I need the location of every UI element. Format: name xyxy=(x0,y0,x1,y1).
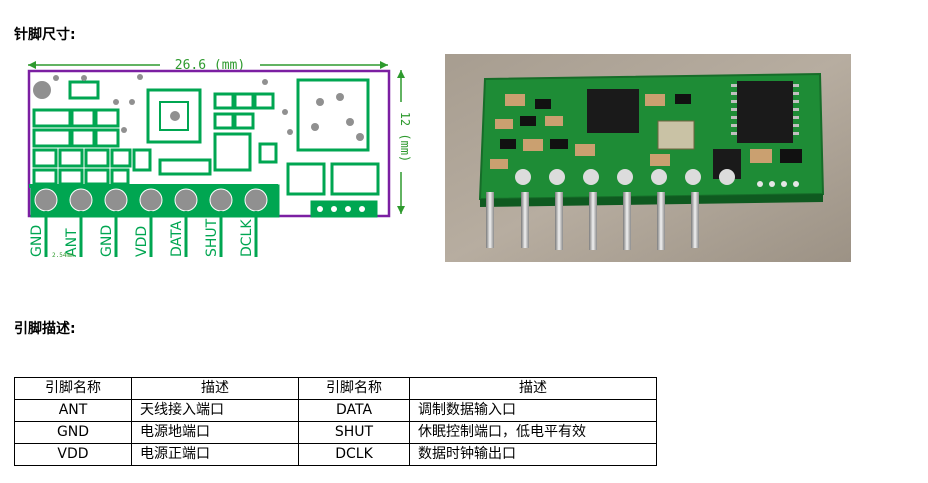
pin-label-vdd: VDD xyxy=(134,226,150,257)
crystal xyxy=(657,120,695,150)
table-row: VDD 电源正端口 DCLK 数据时钟输出口 xyxy=(14,443,657,466)
soic-chip xyxy=(737,81,793,143)
pin-label-gnd-2: GND xyxy=(99,225,115,257)
section-heading-dimensions: 针脚尺寸: xyxy=(14,27,76,43)
table-cell: 电源正端口 xyxy=(131,443,299,466)
pin-label-gnd-1: GND xyxy=(29,225,45,257)
pin-label-ant: ANT xyxy=(64,228,80,257)
table-header-row: 引脚名称 描述 引脚名称 描述 xyxy=(14,377,657,400)
header-description-2: 描述 xyxy=(409,377,657,400)
table-cell: ANT xyxy=(14,399,132,422)
table-cell: 天线接入端口 xyxy=(131,399,299,422)
pin-label-shut: SHUT xyxy=(204,218,220,257)
table-cell: GND xyxy=(14,421,132,444)
table-row: ANT 天线接入端口 DATA 调制数据输入口 xyxy=(14,399,657,422)
table-cell: 数据时钟输出口 xyxy=(409,443,657,466)
qfn-chip xyxy=(587,89,639,133)
pin-label-dclk: DCLK xyxy=(239,219,255,257)
table-cell: VDD xyxy=(14,443,132,466)
height-label: 12 (mm) xyxy=(398,112,412,163)
table-cell: DATA xyxy=(298,399,410,422)
header-pins xyxy=(486,169,735,250)
table-row: GND 电源地端口 SHUT 休眠控制端口，低电平有效 xyxy=(14,421,657,444)
module-photo xyxy=(445,54,851,262)
width-label: 26.6 (mm) xyxy=(175,58,245,73)
header-description-1: 描述 xyxy=(131,377,299,400)
table-cell: 调制数据输入口 xyxy=(409,399,657,422)
pin-description-table: 引脚名称 描述 引脚名称 描述 ANT 天线接入端口 DATA 调制数据输入口 … xyxy=(14,377,657,466)
header-pin-name-2: 引脚名称 xyxy=(298,377,410,400)
table-cell: SHUT xyxy=(298,421,410,444)
pin-dimension-diagram: 26.6 (mm) 12 (mm) xyxy=(27,55,412,259)
table-cell: 休眠控制端口，低电平有效 xyxy=(409,421,657,444)
section-heading-pin-description: 引脚描述: xyxy=(14,321,76,337)
aux-pads xyxy=(317,206,365,212)
pitch-label: 2.54mm xyxy=(52,252,74,259)
pin-leads xyxy=(44,211,258,257)
vias xyxy=(53,74,364,141)
table-cell: 电源地端口 xyxy=(131,421,299,444)
header-pin-name-1: 引脚名称 xyxy=(14,377,132,400)
table-cell: DCLK xyxy=(298,443,410,466)
pin-label-data: DATA xyxy=(169,221,185,257)
